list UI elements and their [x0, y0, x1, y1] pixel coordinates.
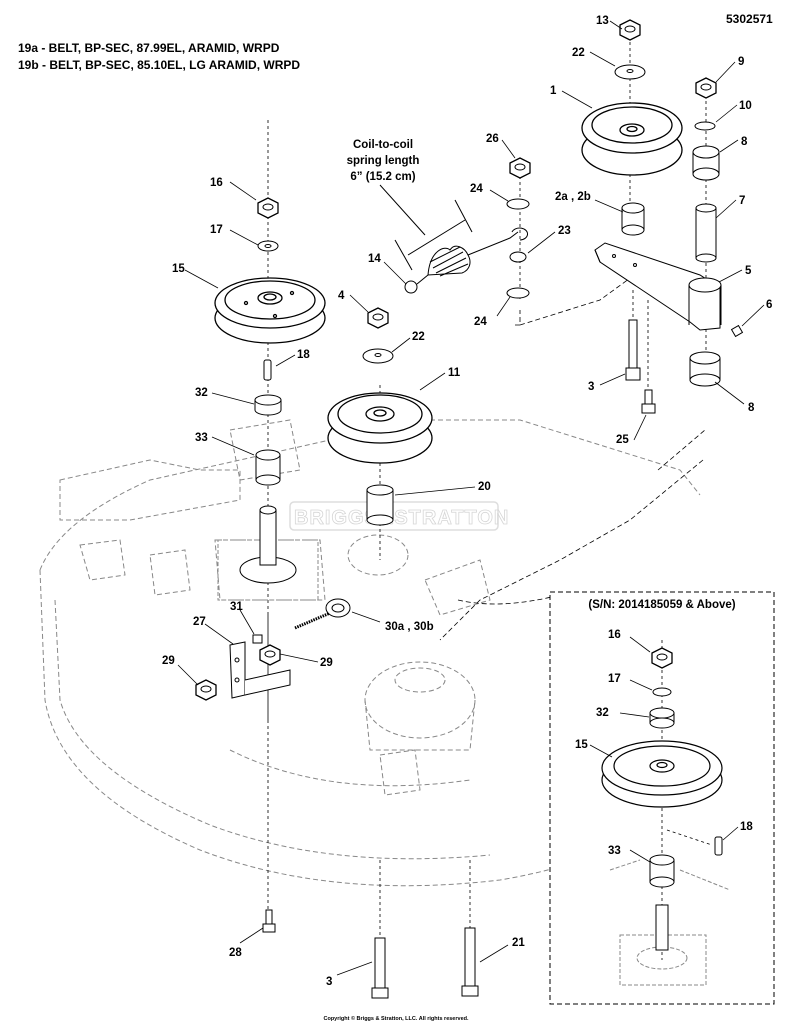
callout: 17	[210, 224, 223, 236]
part-number: 5302571	[726, 12, 773, 26]
spacer-2	[621, 202, 645, 236]
callout: 30a , 30b	[385, 621, 434, 633]
callout: 10	[739, 100, 752, 112]
callout: 28	[229, 947, 242, 959]
tube-7	[695, 203, 717, 263]
callout: 31	[230, 601, 243, 613]
callout: 9	[738, 56, 744, 68]
spacer-33	[255, 449, 281, 486]
svg-text:spring length: spring length	[347, 155, 420, 167]
part-31	[252, 634, 263, 644]
callout: 22	[412, 331, 425, 343]
spring-14	[379, 184, 529, 294]
callout: 13	[596, 15, 609, 27]
bolt-21	[461, 927, 479, 997]
callout: 27	[193, 616, 206, 628]
callout: 8	[748, 402, 755, 414]
inset-callout: 15	[575, 739, 588, 751]
callout: 26	[486, 133, 499, 145]
bushing-8-top	[692, 145, 720, 181]
callout: 22	[572, 47, 585, 59]
callout: 6	[766, 299, 772, 311]
bearing-32	[254, 394, 282, 416]
callout: 14	[368, 253, 381, 265]
nut-16	[257, 197, 279, 219]
callout: 25	[616, 434, 629, 446]
bushing-8-bottom	[689, 351, 721, 387]
bolt-25	[641, 389, 656, 414]
bushing-23	[509, 251, 527, 263]
nut-4	[367, 307, 389, 329]
nut-26	[509, 157, 531, 179]
inset-bearing-32	[649, 707, 675, 729]
key-18	[263, 359, 272, 381]
nut-13	[619, 19, 641, 41]
inset-key-18	[714, 836, 723, 856]
callout: 3	[326, 976, 332, 988]
grease-fitting-6	[730, 324, 744, 338]
inset-nut-16	[651, 647, 673, 669]
watermark: BRIGGS&STRATTON	[289, 501, 509, 531]
belt-19a-label: 19a - BELT, BP-SEC, 87.99EL, ARAMID, WRP…	[18, 41, 280, 55]
callout: 11	[448, 367, 461, 379]
idler-pulley-center	[327, 392, 433, 464]
idler-arm-5	[594, 242, 722, 331]
callout: 15	[172, 263, 185, 275]
inset-washer-17	[652, 687, 672, 697]
inset-panel: (S/N: 2014185059 & Above)	[549, 591, 775, 1005]
inset-callout: 32	[596, 707, 609, 719]
bolt-28	[262, 909, 276, 933]
copyright-footer: Copyright © Briggs & Stratton, LLC. All …	[323, 1015, 469, 1022]
leader-lines	[177, 20, 765, 976]
washer-24-top	[506, 198, 530, 210]
inset-callout: 16	[608, 629, 621, 641]
spring-length-note: Coil-to-coil spring length 6” (15.2 cm)	[347, 139, 420, 183]
svg-text:BRIGGS&STRATTON: BRIGGS&STRATTON	[294, 507, 509, 529]
callout: 24	[474, 316, 487, 328]
inset-callout: 18	[740, 821, 753, 833]
inset-pulley-15	[601, 740, 723, 808]
callout: 2a , 2b	[555, 191, 591, 203]
bolt-3-bottom	[371, 937, 389, 999]
callout: 32	[195, 387, 208, 399]
bolt-3-top	[625, 319, 641, 381]
belt-19b-label: 19b - BELT, BP-SEC, 85.10EL, LG ARAMID, …	[18, 58, 300, 72]
nut-29-right	[259, 644, 281, 666]
callout: 5	[745, 265, 752, 277]
callout: 18	[297, 349, 310, 361]
spacer-20	[366, 484, 394, 526]
spindle-assembly	[217, 505, 319, 601]
inset-spacer-33	[649, 854, 675, 888]
callout: 3	[588, 381, 594, 393]
callout: 7	[739, 195, 745, 207]
washer-10	[694, 121, 716, 131]
idler-pulley-left	[214, 277, 326, 344]
inset-shaft	[655, 904, 669, 951]
callout: 29	[320, 657, 333, 669]
callout: 20	[478, 481, 491, 493]
callout: 16	[210, 177, 223, 189]
nut-9	[695, 77, 717, 99]
callout-labels: 13 22 9 1 10 26 8 16 24 2a , 2b 7 17 23 …	[162, 15, 772, 988]
inset-title: (S/N: 2014185059 & Above)	[588, 599, 735, 611]
nut-29-left	[195, 679, 217, 701]
eyebolt-30	[294, 598, 351, 630]
callout: 4	[338, 290, 345, 302]
callout: 33	[195, 432, 208, 444]
callout: 8	[741, 136, 748, 148]
bracket-27	[229, 641, 291, 699]
callout: 24	[470, 183, 483, 195]
washer-24-bottom	[506, 287, 530, 299]
svg-text:6” (15.2 cm): 6” (15.2 cm)	[350, 171, 415, 183]
svg-text:Coil-to-coil: Coil-to-coil	[353, 139, 413, 151]
callout: 23	[558, 225, 571, 237]
callout: 21	[512, 937, 525, 949]
inset-callout: 17	[608, 673, 621, 685]
inset-callout: 33	[608, 845, 621, 857]
callout: 1	[550, 85, 557, 97]
callout: 29	[162, 655, 175, 667]
idler-pulley-top	[581, 102, 683, 176]
